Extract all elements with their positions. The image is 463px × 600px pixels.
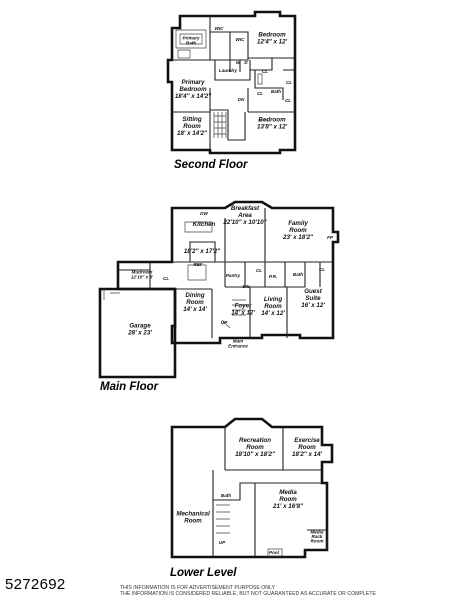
lower-level-interior-walls (212, 427, 328, 557)
floor-title-second: Second Floor (174, 159, 248, 171)
garage-door (103, 289, 120, 300)
room-label-dishwasher: DW (200, 211, 208, 216)
second-floor-interior-walls (172, 16, 295, 150)
room-label-bath-lower: Bath (221, 493, 231, 498)
room-label-wic-1: WIC (215, 26, 225, 31)
room-label-bath-2f: Bath (271, 89, 281, 94)
floor-title-main: Main Floor (100, 381, 159, 393)
room-label-closet-main-c: CL (319, 267, 325, 272)
listing-id: 5272692 (5, 576, 66, 593)
main-floor-interior-walls (118, 208, 333, 338)
room-label-closet-a: CL (262, 69, 268, 74)
room-label-down-stairs-main: DN (243, 284, 250, 289)
room-label-down-stairs-2f: DN (238, 97, 245, 102)
room-label-laundry: Laundry (219, 68, 238, 73)
room-label-closet-main-b: CL (256, 268, 262, 273)
lower-level-outline (170, 417, 334, 559)
room-label-closet-c: CL (257, 91, 263, 96)
room-label-kitchen: Kitchen (193, 221, 216, 228)
room-label-fireplace: FP (327, 235, 334, 240)
room-label-kitchen-size: 18'2" x 17'2" (184, 248, 220, 255)
room-label-powder-room: P.R. (269, 274, 277, 279)
room-label-wic-2: WIC (236, 37, 246, 42)
disclaimer-line-2: THE INFORMATION IS CONSIDERED RELIABLE, … (120, 591, 376, 597)
room-label-up-stairs-lower: UP (219, 540, 226, 545)
room-label-bath-main: Bath (293, 272, 303, 277)
room-label-up-stairs-main: UP (221, 320, 228, 325)
room-label-closet-d: CL (285, 98, 291, 103)
room-label-washer: W (236, 60, 241, 65)
room-label-closet-b: CL (286, 80, 292, 85)
room-label-pool: Pool (269, 550, 280, 555)
room-label-closet-main-a: CL (163, 276, 169, 281)
room-label-dryer: D (244, 60, 248, 65)
floor-title-lower: Lower Level (170, 567, 237, 579)
room-label-pantry: Pantry (226, 273, 241, 278)
room-label-refrigerator: REF (193, 262, 202, 267)
disclaimer-line-1: THIS INFORMATION IS FOR ADVERTISEMENT PU… (120, 585, 275, 591)
